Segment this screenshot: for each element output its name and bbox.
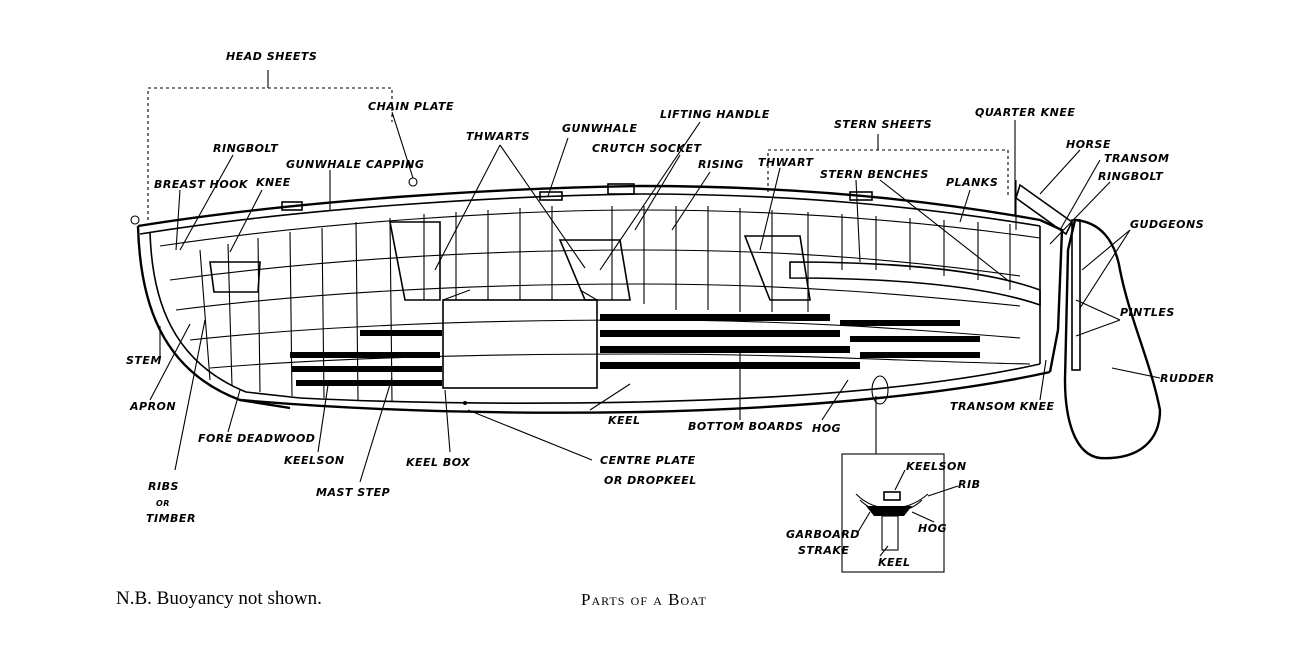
label-keel-box: KEEL BOX: [406, 456, 470, 469]
keel-cross-section-inset: [841, 375, 945, 573]
label-ribs: RIBS: [148, 480, 179, 493]
label-breast-hook: BREAST HOOK: [154, 178, 249, 191]
label-thwarts: THWARTS: [466, 130, 530, 143]
figure-title: Parts of a Boat: [581, 590, 707, 609]
hull: [130, 184, 1064, 414]
label-ribs-or: OR: [156, 499, 170, 508]
label-keelson: KEELSON: [284, 454, 345, 467]
label-chain-plate: CHAIN PLATE: [368, 100, 454, 113]
inset-label-rib: RIB: [958, 478, 980, 491]
inset-label-keelson: KEELSON: [906, 460, 967, 473]
label-bottom-boards: BOTTOM BOARDS: [688, 420, 803, 433]
label-ringbolt-fore: RINGBOLT: [213, 142, 279, 155]
label-gunwhale: GUNWHALE: [562, 122, 638, 135]
label-rising: RISING: [698, 158, 744, 171]
inset-label-garboard: GARBOARD: [786, 528, 860, 541]
label-quarter-knee: QUARTER KNEE: [975, 106, 1075, 119]
label-ribs-timber: TIMBER: [146, 512, 196, 525]
stern-sheets-bracket: [767, 134, 1009, 196]
buoyancy-note: N.B. Buoyancy not shown.: [116, 588, 322, 609]
part-labels: HEAD SHEETS CHAIN PLATE RINGBOLT GUNWHAL…: [126, 50, 1215, 525]
label-transom-knee: TRANSOM KNEE: [950, 400, 1055, 413]
stern-benches: [789, 261, 1041, 307]
head-sheets-bracket: [147, 70, 393, 220]
leader-lines: [149, 111, 1161, 557]
label-centre-plate: CENTRE PLATE: [600, 454, 696, 467]
label-fore-deadwood: FORE DEADWOOD: [198, 432, 315, 445]
label-gudgeons: GUDGEONS: [1130, 218, 1204, 231]
keel-box-shape: [442, 289, 598, 405]
planking-grid: [169, 206, 1031, 403]
label-stem: STEM: [126, 354, 162, 367]
label-head-sheets: HEAD SHEETS: [226, 50, 317, 63]
thwarts: [209, 221, 811, 301]
label-stern-benches: STERN BENCHES: [820, 168, 929, 181]
label-keel: KEEL: [608, 414, 641, 427]
inset-label-hog: HOG: [918, 522, 947, 535]
label-mast-step: MAST STEP: [316, 486, 390, 499]
label-knee: KNEE: [256, 176, 291, 189]
label-planks: PLANKS: [946, 176, 998, 189]
label-horse: HORSE: [1066, 138, 1111, 151]
label-gunwhale-capping: GUNWHALE CAPPING: [286, 158, 424, 171]
label-rudder: RUDDER: [1160, 372, 1215, 385]
bottom-boards: [290, 314, 980, 386]
label-hog: HOG: [812, 422, 841, 435]
label-dropkeel: OR DROPKEEL: [604, 474, 697, 487]
label-crutch-socket: CRUTCH SOCKET: [592, 142, 702, 155]
label-apron: APRON: [129, 400, 176, 413]
label-stern-sheets: STERN SHEETS: [834, 118, 932, 131]
rudder-shape: [1015, 180, 1162, 460]
inset-label-keel: KEEL: [878, 556, 911, 569]
label-thwart: THWART: [758, 156, 814, 169]
label-pintles: PINTLES: [1120, 306, 1175, 319]
gunwale-fittings: [281, 177, 873, 211]
label-transom: TRANSOM: [1104, 152, 1169, 165]
inset-labels: KEELSON RIB HOG GARBOARD STRAKE KEEL: [786, 460, 980, 569]
inset-label-strake: STRAKE: [798, 544, 849, 557]
label-ringbolt-aft: RINGBOLT: [1098, 170, 1164, 183]
label-lifting-handle: LIFTING HANDLE: [660, 108, 770, 121]
